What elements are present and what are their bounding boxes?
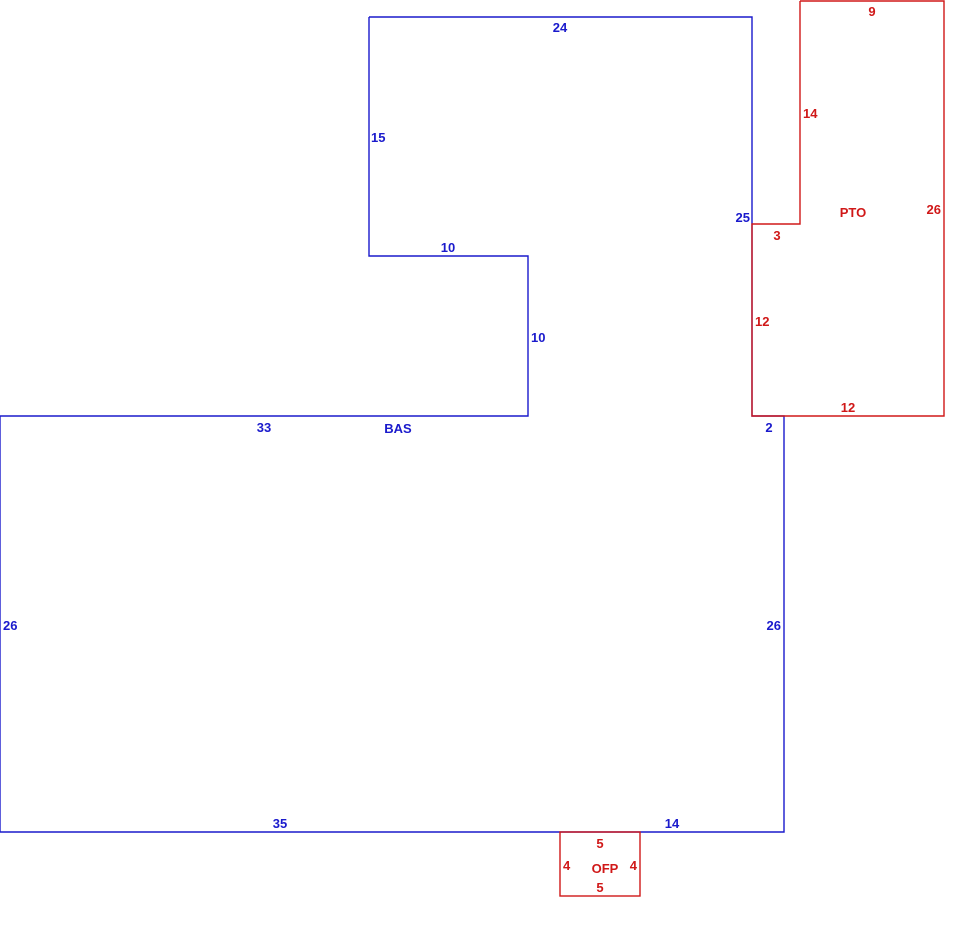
ofp-outline <box>559 831 641 897</box>
dim-pto-left: 12 <box>755 314 769 329</box>
dim-bas-upper-left: 15 <box>371 130 385 145</box>
area-pto-code: PTO <box>840 205 867 220</box>
dim-pto-bottom: 12 <box>841 400 855 415</box>
dim-bas-notch-side: 10 <box>531 330 545 345</box>
dim-ofp-right: 4 <box>630 858 638 873</box>
dim-bas-bottom-right: 14 <box>665 816 680 831</box>
dim-bas-left: 26 <box>3 618 17 633</box>
dim-ofp-left: 4 <box>563 858 571 873</box>
dim-bas-mid-left: 33 <box>257 420 271 435</box>
area-bas-code: BAS <box>384 421 412 436</box>
area-ofp-code: OFP <box>592 861 619 876</box>
dim-bas-right: 26 <box>767 618 781 633</box>
dim-pto-inner-left: 14 <box>803 106 818 121</box>
dim-ofp-top: 5 <box>596 836 603 851</box>
dim-bas-notch-top: 10 <box>441 240 455 255</box>
dim-pto-step: 3 <box>773 228 780 243</box>
dim-bas-top: 24 <box>553 20 568 35</box>
dim-bas-upper-right: 25 <box>736 210 750 225</box>
dim-bas-step: 2 <box>765 420 772 435</box>
dim-pto-right: 26 <box>927 202 941 217</box>
dim-bas-bottom-left: 35 <box>273 816 287 831</box>
dim-pto-top: 9 <box>868 4 875 19</box>
pto-outline <box>751 0 945 417</box>
dim-ofp-bottom: 5 <box>596 880 603 895</box>
